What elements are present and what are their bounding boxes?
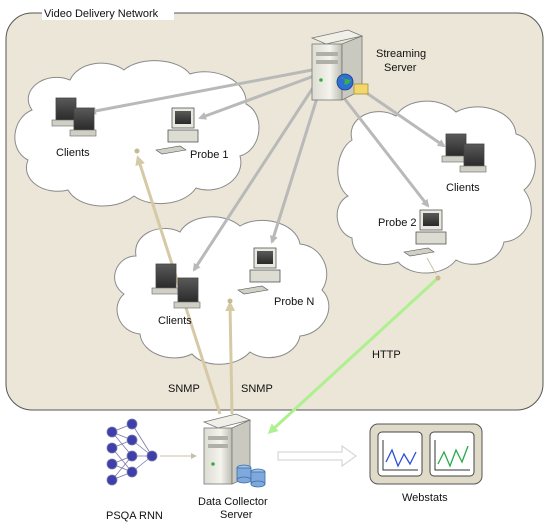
probe2-tap-dot	[435, 275, 441, 281]
http-arrow	[267, 276, 440, 435]
data-collector-label-2: Server	[220, 509, 253, 521]
clients-right-label: Clients	[446, 182, 480, 194]
cloud-right	[336, 100, 536, 274]
collector-to-webstats-arrow	[277, 445, 357, 467]
webstats-icon	[369, 423, 483, 485]
cloud-middle	[114, 216, 330, 365]
snmp-label-right: SNMP	[241, 383, 273, 395]
probe1-icon	[155, 107, 199, 155]
probe1-label: Probe 1	[190, 149, 229, 161]
probe1-tap-dot	[134, 148, 140, 154]
cloud-left	[14, 60, 260, 207]
psqa-rnn-label: PSQA RNN	[106, 510, 163, 522]
webstats-label: Webstats	[402, 492, 448, 504]
data-collector-label-1: Data Collector	[198, 496, 268, 508]
probe2-label: Probe 2	[378, 217, 417, 229]
probeN-label: Probe N	[274, 296, 314, 308]
clients-middle-label: Clients	[158, 315, 192, 327]
probeN-icon	[237, 247, 281, 295]
data-collector-server-icon	[202, 413, 266, 488]
streaming-server-label-1: Streaming	[376, 48, 426, 60]
http-label: HTTP	[372, 349, 401, 361]
probeN-tap-dot	[227, 298, 233, 304]
psqa-rnn-icon	[106, 418, 158, 486]
probe2-lead	[426, 257, 437, 275]
clients-left-icon	[51, 97, 97, 137]
network-title-bg	[42, 6, 174, 20]
probe2-icon	[403, 209, 447, 257]
clients-right-icon	[441, 133, 487, 173]
clients-left-label: Clients	[56, 147, 90, 159]
clients-middle-icon	[151, 263, 201, 309]
snmp-label-left: SNMP	[168, 383, 200, 395]
streaming-server-label-2: Server	[384, 62, 417, 74]
network-title: Video Delivery Network	[44, 8, 159, 20]
snmp-arrow-probeN	[225, 301, 236, 415]
streaming-server-icon	[310, 29, 369, 101]
